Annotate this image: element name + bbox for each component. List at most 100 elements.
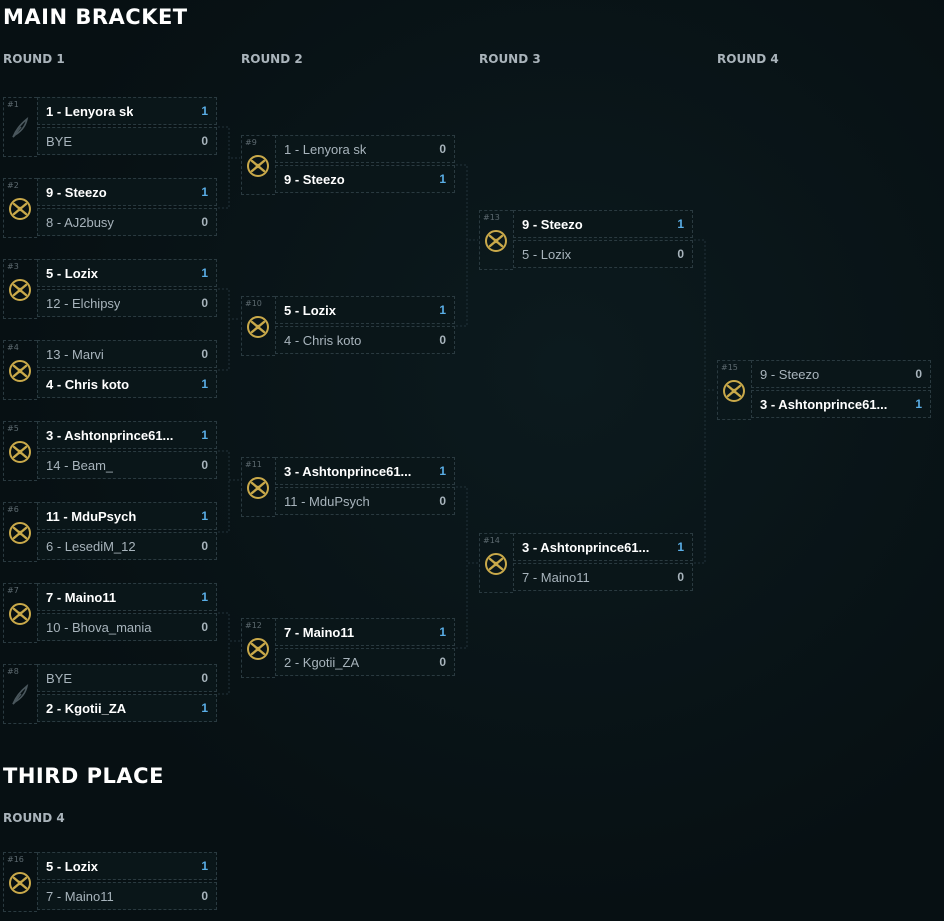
game-logo-icon: [7, 870, 33, 896]
team-score: 0: [201, 134, 208, 148]
match-number: #6: [7, 505, 19, 514]
team-row[interactable]: 3 - Ashtonprince61...1: [751, 390, 931, 418]
round-label-3: ROUND 3: [479, 52, 541, 66]
team-name: 3 - Ashtonprince61...: [284, 464, 412, 479]
team-score: 0: [915, 367, 922, 381]
team-row[interactable]: 12 - Elchipsy 0: [37, 289, 217, 317]
team-score: 0: [439, 142, 446, 156]
team-name: 5 - Lozix: [522, 247, 572, 262]
team-name: 9 - Steezo: [522, 217, 583, 232]
team-score: 0: [201, 296, 208, 310]
game-logo-icon: [7, 520, 33, 546]
match-11[interactable]: #11 3 - Ashtonprince61... 1 11 - MduPsych 0: [241, 457, 455, 517]
match-frame: [3, 852, 37, 912]
match-number: #8: [7, 667, 19, 676]
game-logo-icon: [245, 636, 271, 662]
match-number: #2: [7, 181, 19, 190]
round-label-4: ROUND 4: [717, 52, 779, 66]
match-number: #15: [721, 363, 738, 372]
game-logo-icon: [245, 475, 271, 501]
match-frame: [3, 97, 37, 157]
team-name: 2 - Kgotii_ZA: [46, 701, 127, 716]
team-row[interactable]: 14 - Beam_0: [37, 451, 217, 479]
team-name: BYE: [46, 671, 73, 686]
match-number: #11: [245, 460, 262, 469]
match-number: #16: [7, 855, 24, 864]
team-row[interactable]: 3 - Ashtonprince61... 1: [275, 457, 455, 485]
game-logo-icon: [721, 378, 747, 404]
feather-icon: [7, 115, 33, 141]
team-name: 3 - Ashtonprince61...: [522, 540, 650, 555]
main-bracket-title: MAIN BRACKET: [3, 5, 188, 29]
third-place-title: THIRD PLACE: [3, 764, 164, 788]
team-score: 1: [439, 303, 446, 317]
team-row[interactable]: 3 - Ashtonprince61...1: [513, 533, 693, 561]
team-score: 1: [201, 428, 208, 442]
team-score: 0: [201, 458, 208, 472]
team-score: 0: [201, 347, 208, 361]
team-name: 12 - Elchipsy: [46, 296, 121, 311]
team-row[interactable]: 3 - Ashtonprince61... 1: [37, 421, 217, 449]
team-score: 0: [201, 889, 208, 903]
team-name: 3 - Ashtonprince61...: [46, 428, 174, 443]
match-number: #3: [7, 262, 19, 271]
team-score: 0: [439, 494, 446, 508]
team-name: 10 - Bhova_mania: [46, 620, 152, 635]
match-frame: [241, 135, 275, 195]
team-score: 1: [439, 464, 446, 478]
team-score: 0: [439, 655, 446, 669]
game-logo-icon: [483, 228, 509, 254]
game-logo-icon: [7, 277, 33, 303]
round-label-2: ROUND 2: [241, 52, 303, 66]
team-row[interactable]: 11 - MduPsych 0: [275, 487, 455, 515]
team-name: 11 - MduPsych: [284, 494, 370, 509]
